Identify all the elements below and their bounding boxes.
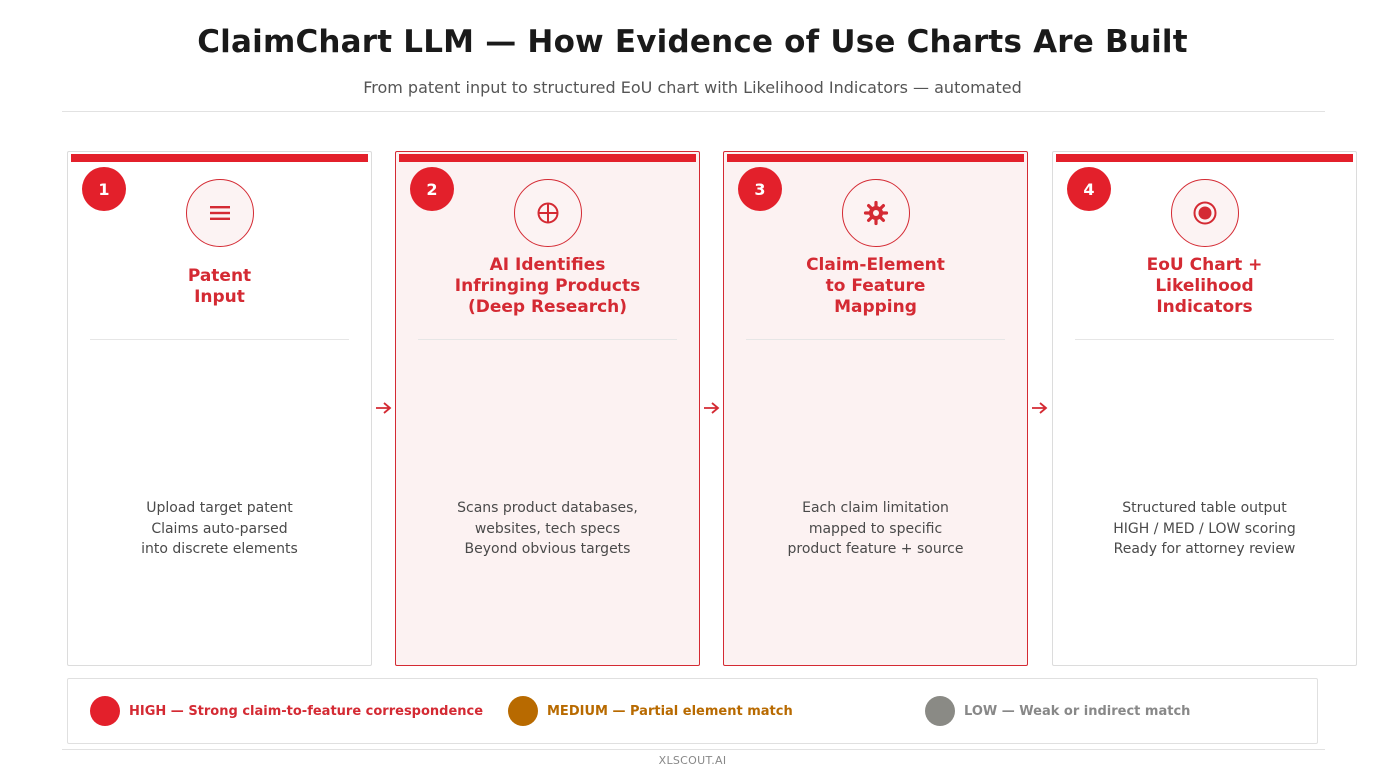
step-card-2: 2 AI Identifies Infringing Products (Dee… xyxy=(395,151,700,666)
step-description: Upload target patent Claims auto-parsed … xyxy=(141,500,298,557)
likelihood-legend: HIGH — Strong claim-to-feature correspon… xyxy=(67,678,1318,744)
step-badge: 3 xyxy=(738,167,782,211)
card-accent-bar xyxy=(399,154,696,162)
footer-divider xyxy=(62,749,1325,750)
step-title: Patent Input xyxy=(187,266,252,307)
legend-item-low: LOW — Weak or indirect match xyxy=(925,679,1190,743)
legend-label-low: LOW — Weak or indirect match xyxy=(964,703,1191,719)
card-divider xyxy=(746,339,1005,340)
step-badge: 1 xyxy=(82,167,126,211)
step-description: Scans product databases, websites, tech … xyxy=(457,500,638,557)
step-card-4: 4 EoU Chart + Likelihood Indicators Stru… xyxy=(1052,151,1357,666)
card-divider xyxy=(90,339,349,340)
card-accent-bar xyxy=(727,154,1024,162)
page-title: ClaimChart LLM — How Evidence of Use Cha… xyxy=(197,24,1188,60)
legend-label-medium: MEDIUM — Partial element match xyxy=(547,703,793,719)
legend-item-medium: MEDIUM — Partial element match xyxy=(508,679,793,743)
arrow-right-icon xyxy=(376,402,392,414)
step-description: Structured table output HIGH / MED / LOW… xyxy=(1113,500,1296,557)
step-description: Each claim limitation mapped to specific… xyxy=(787,500,964,557)
header-divider xyxy=(62,111,1325,112)
target-icon xyxy=(1170,179,1239,247)
card-accent-bar xyxy=(1056,154,1353,162)
legend-dot-medium xyxy=(508,696,538,726)
step-card-1: 1 Patent Input Upload target patent Clai… xyxy=(67,151,372,666)
card-divider xyxy=(418,339,677,340)
page-subtitle: From patent input to structured EoU char… xyxy=(363,78,1022,97)
legend-label-high: HIGH — Strong claim-to-feature correspon… xyxy=(129,703,484,719)
step-title: EoU Chart + Likelihood Indicators xyxy=(1146,255,1263,317)
step-card-3: 3 Claim-Element to Feature Mapping Each … xyxy=(723,151,1028,666)
legend-dot-low xyxy=(925,696,955,726)
gear-icon xyxy=(841,179,910,247)
step-title: AI Identifies Infringing Products (Deep … xyxy=(454,255,641,317)
step-badge: 4 xyxy=(1067,167,1111,211)
step-title: Claim-Element to Feature Mapping xyxy=(806,255,945,317)
arrow-right-icon xyxy=(1032,402,1048,414)
footer-brand: XLSCOUT.AI xyxy=(658,754,727,767)
legend-dot-high xyxy=(90,696,120,726)
document-lines-icon xyxy=(185,179,254,247)
step-badge: 2 xyxy=(410,167,454,211)
crosshair-icon xyxy=(513,179,582,247)
card-accent-bar xyxy=(71,154,368,162)
arrow-right-icon xyxy=(704,402,720,414)
legend-item-high: HIGH — Strong claim-to-feature correspon… xyxy=(90,679,483,743)
card-divider xyxy=(1075,339,1334,340)
